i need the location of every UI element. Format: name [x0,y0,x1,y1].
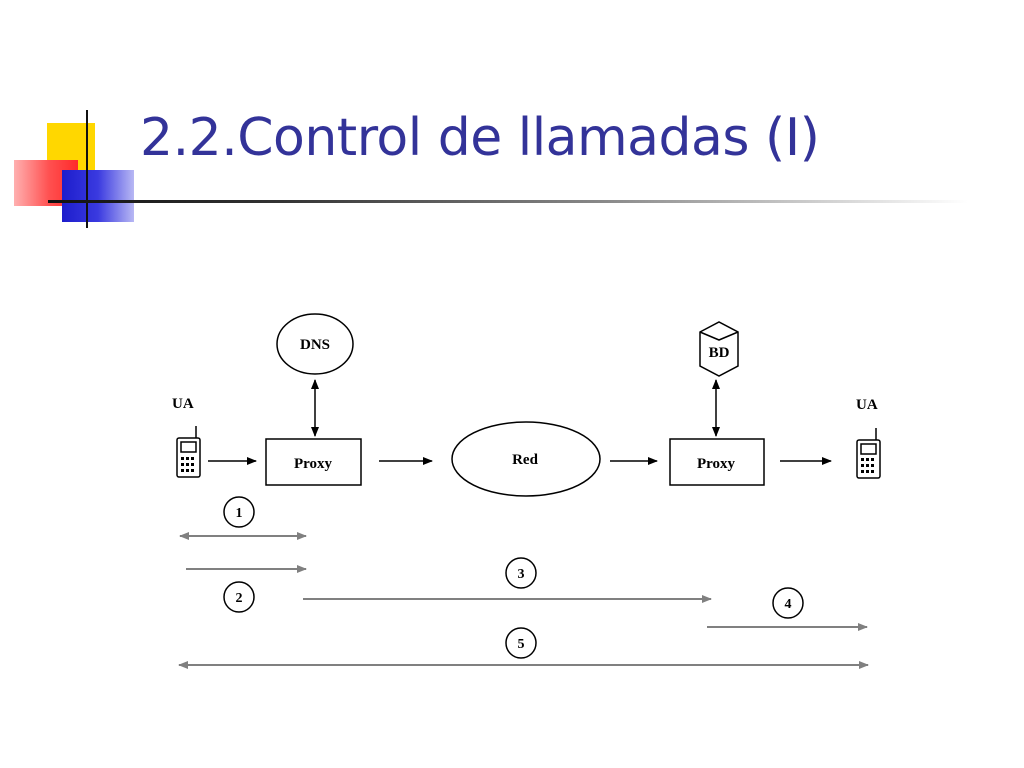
dns-node [276,313,354,375]
step-2-label: 2 [236,591,243,606]
red-network-node [451,421,601,497]
ua-right-label: UA [856,397,878,413]
step-5-badge [505,627,537,659]
bd-label: BD [709,345,730,361]
bd-database-node [699,321,739,377]
proxy-left-node [265,438,362,486]
slide-logo-decoration [0,0,150,240]
step-1-label: 1 [236,506,243,521]
red-label: Red [512,452,538,468]
logo-blue-square [62,170,134,222]
step-5-label: 5 [518,637,525,652]
proxy-right-label: Proxy [697,456,736,472]
ua-left-label: UA [172,396,194,412]
step-3-badge [505,557,537,589]
proxy-right-node [669,438,765,486]
step-2-badge [223,581,255,613]
step-1-badge [223,496,255,528]
logo-vertical-line [86,110,88,228]
dns-label: DNS [300,337,330,353]
proxy-left-label: Proxy [294,456,333,472]
step-3-label: 3 [518,567,525,582]
step-4-label: 4 [785,597,792,612]
title-underline [48,200,968,203]
phone-left-icon [176,426,201,478]
step-4-badge [772,587,804,619]
phone-right-icon [856,428,881,479]
slide-title: 2.2.Control de llamadas (I) [140,108,820,168]
